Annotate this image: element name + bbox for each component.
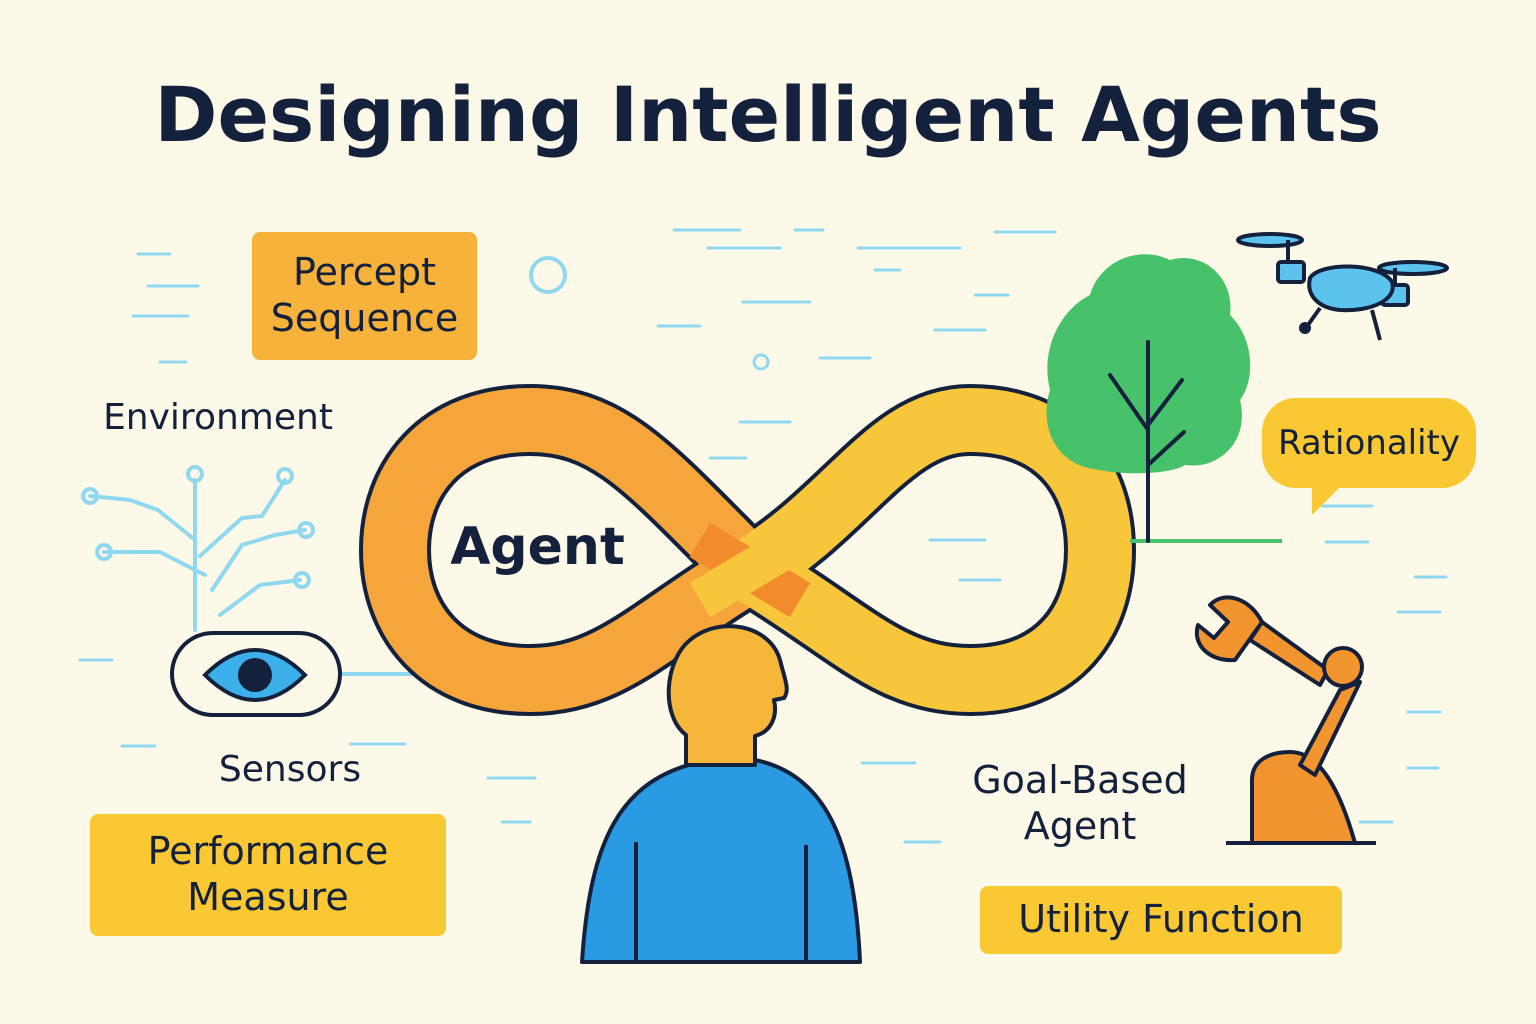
- environment-label: Environment: [103, 397, 333, 438]
- sensors-label: Sensors: [218, 749, 362, 790]
- robot-arm-icon: [1194, 595, 1376, 845]
- background-dashes: [78, 228, 1448, 844]
- percept-sequence-label: Percept Sequence: [270, 250, 459, 340]
- person-icon: [580, 624, 862, 964]
- circle-icon: [752, 353, 770, 371]
- tree-icon: [1046, 254, 1282, 543]
- rationality-bubble: Rationality: [1262, 398, 1476, 488]
- utility-function-label: Utility Function: [1018, 897, 1304, 942]
- percept-sequence-box: Percept Sequence: [252, 232, 477, 360]
- rationality-label: Rationality: [1277, 423, 1461, 463]
- agent-label: Agent: [450, 517, 625, 577]
- goal-based-agent-label: Goal-Based Agent: [972, 758, 1188, 848]
- circuit-icon: [81, 465, 315, 632]
- speech-bubble-tail: [1312, 480, 1345, 515]
- performance-measure-box: Performance Measure: [90, 814, 446, 936]
- circle-icon: [529, 256, 567, 294]
- drone-icon: [1236, 232, 1449, 341]
- performance-measure-label: Performance Measure: [147, 829, 389, 919]
- utility-function-box: Utility Function: [980, 886, 1342, 954]
- eye-icon: [170, 631, 425, 717]
- page-title: Designing Intelligent Agents: [154, 70, 1382, 159]
- infinity-loop-icon: [359, 384, 1136, 716]
